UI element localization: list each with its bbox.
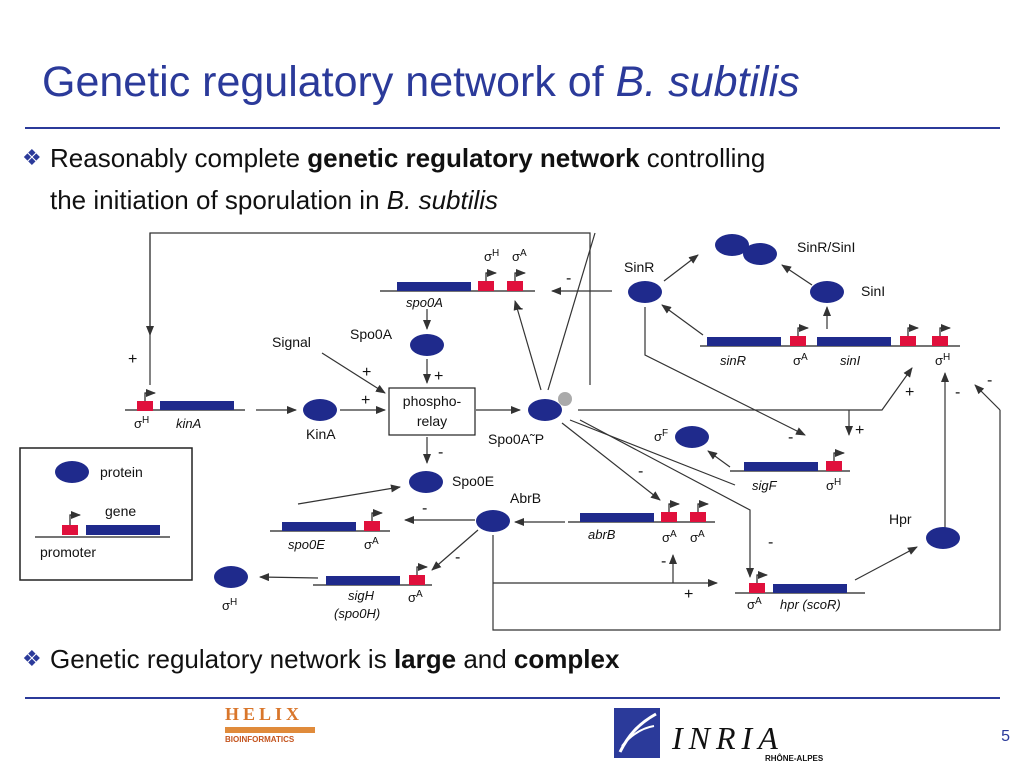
svg-text:+: + xyxy=(434,368,443,385)
legend-protein-label: protein xyxy=(100,464,143,480)
svg-text:σA: σA xyxy=(690,529,705,545)
svg-text:-: - xyxy=(638,463,643,480)
legend-promoter-label: promoter xyxy=(40,544,96,560)
slide-title: Genetic regulatory network of B. subtili… xyxy=(42,58,800,106)
legend-protein-icon xyxy=(55,461,89,483)
protein-SinI xyxy=(810,281,844,303)
gene-abrB: abrB σA σA xyxy=(568,500,715,545)
svg-text:+: + xyxy=(855,422,864,439)
svg-text:abrB: abrB xyxy=(588,527,616,542)
svg-text:σA: σA xyxy=(408,589,423,605)
svg-text:+: + xyxy=(362,364,371,381)
phosphate-icon xyxy=(558,392,572,406)
svg-text:-: - xyxy=(566,270,571,287)
svg-text:-: - xyxy=(455,549,460,566)
svg-text:spo0E: spo0E xyxy=(288,537,325,552)
svg-text:sigF: sigF xyxy=(752,478,778,493)
svg-text:Signal: Signal xyxy=(272,334,311,350)
gene-spo0A: spo0A σH σA xyxy=(380,248,535,310)
page-number: 5 xyxy=(1001,728,1010,745)
protein-SinR xyxy=(628,281,662,303)
svg-text:hpr (scoR): hpr (scoR) xyxy=(780,597,841,612)
svg-text:sigH: sigH xyxy=(348,588,375,603)
protein-SigH xyxy=(214,566,248,588)
svg-text:σH: σH xyxy=(935,352,950,368)
svg-text:σA: σA xyxy=(747,596,762,612)
gene-kinA: σH kinA xyxy=(125,389,245,431)
svg-text:spo0A: spo0A xyxy=(406,295,443,310)
svg-text:-: - xyxy=(987,372,992,389)
protein-AbrB xyxy=(476,510,510,532)
svg-text:Hpr: Hpr xyxy=(889,511,912,527)
protein-Spo0A xyxy=(410,334,444,356)
svg-text:σA: σA xyxy=(512,248,527,264)
svg-text:-: - xyxy=(955,384,960,401)
svg-text:SinR: SinR xyxy=(624,259,654,275)
protein-Spo0E xyxy=(409,471,443,493)
svg-text:σA: σA xyxy=(364,536,379,552)
svg-text:-: - xyxy=(438,444,443,461)
svg-text:σF: σF xyxy=(654,428,668,444)
bullet-2: ❖ Genetic regulatory network is large an… xyxy=(22,638,619,680)
svg-text:AbrB: AbrB xyxy=(510,490,541,506)
svg-text:+: + xyxy=(128,351,137,368)
protein-KinA xyxy=(303,399,337,421)
svg-text:relay: relay xyxy=(417,413,447,429)
svg-text:-: - xyxy=(422,500,427,517)
svg-text:+: + xyxy=(684,586,693,603)
bullet-diamond-icon: ❖ xyxy=(22,145,42,170)
svg-text:σH: σH xyxy=(484,248,499,264)
svg-text:-: - xyxy=(518,300,523,317)
gene-spo0E: spo0E σA xyxy=(270,509,390,552)
svg-text:+: + xyxy=(361,392,370,409)
protein-SinR-complex xyxy=(715,234,749,256)
gene-hpr: σA hpr (scoR) xyxy=(735,571,865,612)
svg-text:SinR/SinI: SinR/SinI xyxy=(797,239,855,255)
slide-title-italic: B. subtilis xyxy=(615,58,800,106)
svg-text:Spo0E: Spo0E xyxy=(452,473,494,489)
bullet-1: ❖ Reasonably complete genetic regulatory… xyxy=(22,137,765,221)
inria-logo: INRIA RHÔNE-ALPES xyxy=(612,706,832,763)
svg-text:σH: σH xyxy=(222,597,237,613)
gene-sigH: sigH (spo0H) σA xyxy=(313,563,432,621)
bullet-diamond-icon: ❖ xyxy=(22,646,42,671)
footer-divider xyxy=(25,697,1000,699)
svg-text:σA: σA xyxy=(662,529,677,545)
title-divider xyxy=(25,127,1000,129)
svg-text:-: - xyxy=(768,534,773,551)
gene-sigF: sigF σH xyxy=(730,449,850,493)
svg-text:(spo0H): (spo0H) xyxy=(334,606,380,621)
svg-text:Spo0A: Spo0A xyxy=(350,326,393,342)
regulatory-network-diagram: protein gene promoter σH kinA + KinA + S… xyxy=(19,232,1001,631)
helix-logo: HELIX BIOINFORMATICS xyxy=(225,704,320,754)
svg-text:σH: σH xyxy=(134,415,149,431)
svg-text:KinA: KinA xyxy=(306,426,336,442)
svg-text:σH: σH xyxy=(826,477,841,493)
svg-text:+: + xyxy=(905,384,914,401)
svg-text:Spo0A˜P: Spo0A˜P xyxy=(488,431,544,447)
legend-gene-label: gene xyxy=(105,503,136,519)
protein-Spo0AP xyxy=(528,399,562,421)
protein-Hpr xyxy=(926,527,960,549)
inria-emblem-icon xyxy=(614,708,660,758)
svg-text:σA: σA xyxy=(793,352,808,368)
protein-SigF xyxy=(675,426,709,448)
svg-text:phospho-: phospho- xyxy=(403,393,462,409)
svg-text:sinI: sinI xyxy=(840,353,861,368)
phosphorelay-box: phospho- relay xyxy=(388,387,476,436)
svg-text:-: - xyxy=(661,553,666,570)
protein-SinI-complex xyxy=(743,243,777,265)
gene-sinR-sinI: sinR σA sinI σH xyxy=(700,324,960,368)
svg-text:-: - xyxy=(788,429,793,446)
svg-text:SinI: SinI xyxy=(861,283,885,299)
svg-text:kinA: kinA xyxy=(176,416,201,431)
legend: protein gene promoter xyxy=(19,447,193,581)
svg-text:sinR: sinR xyxy=(720,353,746,368)
legend-promoter-icon xyxy=(62,525,78,535)
legend-gene-icon xyxy=(86,525,160,535)
